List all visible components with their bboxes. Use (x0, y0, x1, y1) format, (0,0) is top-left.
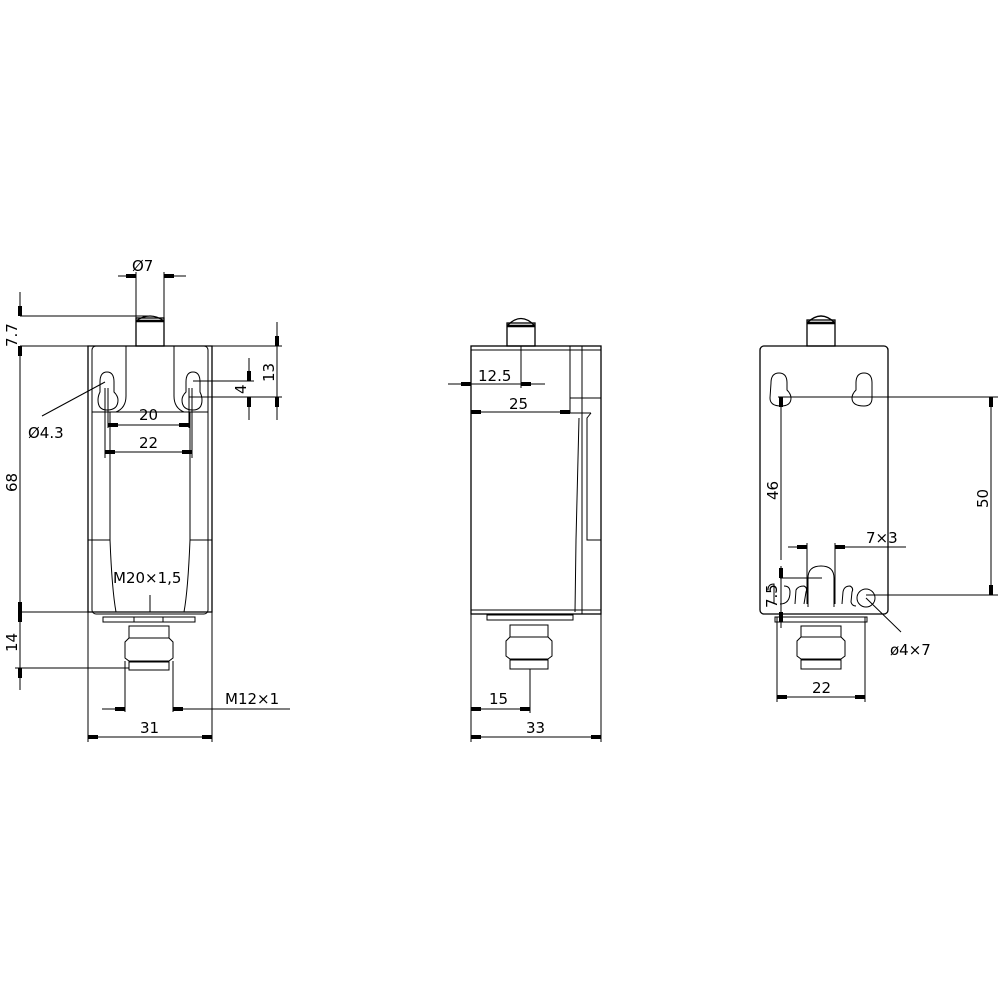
m12-connector (486, 614, 574, 670)
m12-connector (102, 616, 196, 671)
label-slot-spacing-inner: 20 (139, 406, 158, 424)
dimension-top-depth: 25 (471, 395, 570, 414)
dimension-bottom-hole: ø4×7 (865, 597, 931, 659)
dimension-gland-thread: M20×1,5 (113, 569, 181, 587)
dimension-connector-offset: 15 (470, 614, 531, 742)
dimension-slot-size: 7×3 (788, 529, 906, 604)
front-view: Ø7 7.7 68 14 4 (3, 257, 290, 742)
side-view: 12.5 25 15 33 (448, 317, 602, 742)
dimension-connector-width: 22 (776, 617, 866, 702)
label-gland-thread: M20×1,5 (113, 569, 181, 587)
label-slot-spacing-outer: 22 (139, 434, 158, 452)
label-slot-size: 7×3 (866, 529, 898, 547)
label-top-depth: 25 (509, 395, 528, 413)
label-plunger-height: 7.7 (3, 323, 21, 347)
mounting-slot-left (97, 371, 119, 411)
label-body-height: 68 (3, 473, 21, 492)
label-body-width: 31 (140, 719, 159, 737)
dimension-plunger-offset: 12.5 (448, 346, 545, 388)
label-slot-offset: 4 (232, 384, 250, 394)
label-hole-distance-left: 46 (764, 481, 782, 500)
plunger (806, 315, 836, 347)
dimension-slot-spacing: 20 22 (104, 388, 193, 458)
rear-view: 46 50 7×3 7.5 ø4×7 (759, 315, 998, 702)
m12-connector (774, 616, 868, 670)
dimension-slot-diameter: Ø4.3 (28, 381, 106, 442)
plunger (506, 317, 536, 347)
label-slot-diameter: Ø4.3 (28, 424, 64, 442)
dimension-body-height: 68 (3, 346, 88, 613)
dimension-connector-thread: M12×1 (102, 661, 290, 712)
mounting-slot-right (181, 371, 203, 411)
label-bottom-offset: 7.5 (763, 584, 781, 608)
dimension-hole-distance-right: 50 (866, 397, 998, 596)
label-slot-top: 13 (260, 363, 278, 382)
label-bottom-hole: ø4×7 (890, 641, 931, 659)
label-connector-offset: 15 (489, 690, 508, 708)
dimension-slot-offset: 4 (189, 358, 282, 420)
dimension-plunger-height: 7.7 (3, 292, 150, 370)
label-connector-thread: M12×1 (225, 690, 279, 708)
dimension-bottom-offset: 7.5 (763, 566, 822, 628)
dimension-body-depth: 33 (471, 614, 602, 742)
dimension-hole-distance-left: 46 (764, 396, 998, 560)
switch-body (470, 345, 602, 615)
label-connector-width: 22 (812, 679, 831, 697)
bottom-cutouts (767, 565, 876, 608)
plunger (135, 315, 165, 347)
dimension-connector-height: 14 (3, 612, 129, 690)
dimension-slot-top: 13 (212, 322, 282, 420)
label-plunger-offset: 12.5 (478, 367, 511, 385)
switch-body (87, 345, 213, 615)
label-plunger-diameter: Ø7 (132, 257, 153, 275)
switch-body (759, 345, 889, 615)
label-body-depth: 33 (526, 719, 545, 737)
dimension-plunger-diameter: Ø7 (118, 257, 186, 318)
label-connector-height: 14 (3, 633, 21, 652)
label-hole-distance-right: 50 (974, 489, 992, 508)
mounting-slot-right (851, 372, 873, 407)
dimension-body-width: 31 (87, 612, 213, 742)
mounting-slot-left (769, 372, 792, 407)
